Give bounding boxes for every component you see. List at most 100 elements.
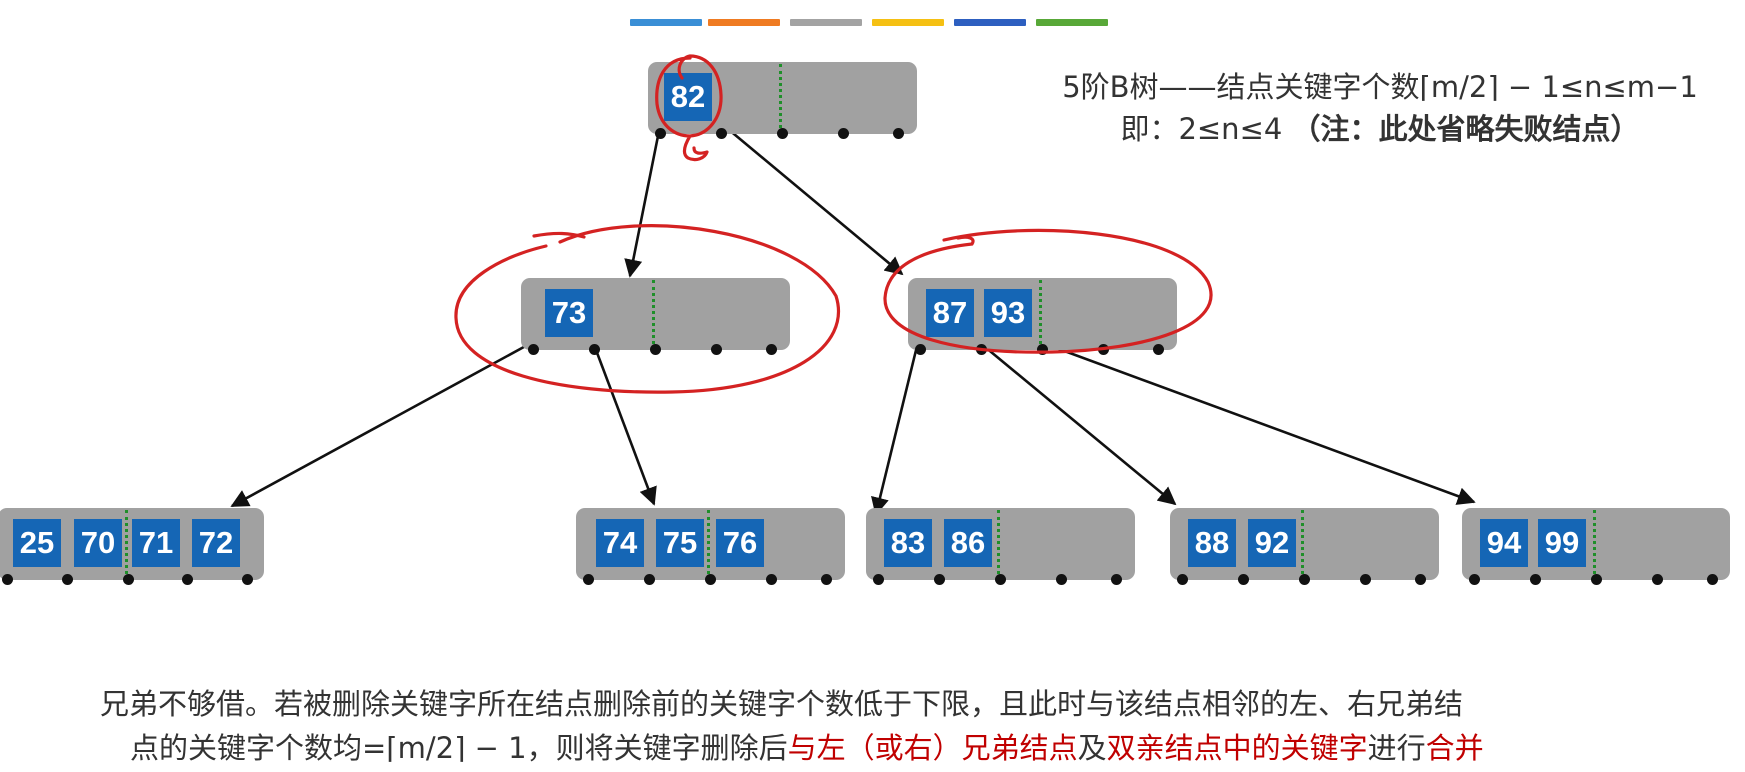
caption-line-1: 兄弟不够借。若被删除关键字所在结点删除前的关键字个数低于下限，且此时与该结点相邻… xyxy=(100,687,1464,721)
key-92: 92 xyxy=(1248,519,1296,567)
info-line-2-prefix: 即：2≤n≤4 xyxy=(1120,112,1292,146)
key-86: 86 xyxy=(944,519,992,567)
child-pointer xyxy=(528,344,539,355)
child-pointer xyxy=(1238,574,1249,585)
key-93: 93 xyxy=(984,289,1032,337)
key-82: 82 xyxy=(664,73,712,121)
child-pointer xyxy=(1652,574,1663,585)
key-71: 71 xyxy=(132,519,180,567)
edge-87-to-leaf-83 xyxy=(871,341,920,516)
palette-bar-2 xyxy=(708,19,780,26)
palette-bar-6 xyxy=(1036,19,1108,26)
child-pointer xyxy=(1177,574,1188,585)
edge-root-to-node-73 xyxy=(624,125,662,278)
child-pointer xyxy=(1707,574,1718,585)
child-pointer xyxy=(1530,574,1541,585)
key-94: 94 xyxy=(1480,519,1528,567)
child-pointer xyxy=(711,344,722,355)
palette-bar-3 xyxy=(790,19,862,26)
leaf-node-25-72: 25 70 71 72 xyxy=(0,508,264,585)
child-pointer xyxy=(1469,574,1480,585)
child-pointer xyxy=(766,344,777,355)
child-pointer xyxy=(242,574,253,585)
leaf-node-94-99: 94 99 xyxy=(1462,508,1730,585)
palette-bar-4 xyxy=(872,19,944,26)
key-88: 88 xyxy=(1188,519,1236,567)
edge-73-to-leaf-74 xyxy=(591,341,657,506)
child-pointer xyxy=(2,574,13,585)
child-pointer xyxy=(1056,574,1067,585)
child-pointer xyxy=(766,574,777,585)
caption-line-2-e: 进行 xyxy=(1367,731,1426,765)
caption-line-2-b: 与左（或右）兄弟结点 xyxy=(787,731,1078,765)
palette-bar-5 xyxy=(954,19,1026,26)
child-pointer xyxy=(995,574,1006,585)
child-pointer xyxy=(1299,574,1310,585)
child-pointer xyxy=(123,574,134,585)
child-pointer xyxy=(1591,574,1602,585)
key-slot-divider xyxy=(1039,280,1042,344)
child-pointer xyxy=(873,574,884,585)
root-node: 82 xyxy=(648,62,917,139)
caption-line-2: 点的关键字个数均=⌈m/2⌉ − 1，则将关键字删除后与左（或右）兄弟结点及双亲… xyxy=(100,726,1660,770)
caption-line-2-f: 合并 xyxy=(1425,731,1484,765)
edge-93-to-leaf-94 xyxy=(1039,340,1476,505)
edge-73-to-leaf-25 xyxy=(230,340,534,508)
child-pointer xyxy=(1111,574,1122,585)
child-pointer xyxy=(838,128,849,139)
caption-line-2-a: 点的关键字个数均=⌈m/2⌉ − 1，则将关键字删除后 xyxy=(130,731,788,765)
child-pointer xyxy=(1098,344,1109,355)
info-text: 5阶B树——结点关键字个数⌈m/2⌉ − 1≤n≤m−1 即：2≤n≤4 （注：… xyxy=(1040,66,1720,150)
child-pointer xyxy=(705,574,716,585)
key-slot-divider xyxy=(707,510,710,574)
key-72: 72 xyxy=(192,519,240,567)
key-25: 25 xyxy=(13,519,61,567)
caption-line-2-c: 及 xyxy=(1077,731,1107,765)
child-pointer xyxy=(583,574,594,585)
child-pointer xyxy=(893,128,904,139)
child-pointer xyxy=(655,128,666,139)
child-pointer xyxy=(934,574,945,585)
child-pointer xyxy=(821,574,832,585)
key-slot-divider xyxy=(997,510,1000,574)
key-slot-divider xyxy=(652,280,655,344)
key-slot-divider xyxy=(1593,510,1596,574)
info-line-2: 即：2≤n≤4 （注：此处省略失败结点） xyxy=(1040,108,1720,150)
child-pointer xyxy=(777,128,788,139)
leaf-node-83-86: 83 86 xyxy=(866,508,1135,585)
child-pointer xyxy=(62,574,73,585)
key-99: 99 xyxy=(1538,519,1586,567)
key-75: 75 xyxy=(656,519,704,567)
child-pointer xyxy=(182,574,193,585)
child-pointer xyxy=(644,574,655,585)
child-pointer xyxy=(915,344,926,355)
info-line-2-note: （注：此处省略失败结点） xyxy=(1291,112,1640,146)
internal-node-87-93: 87 93 xyxy=(908,278,1177,355)
caption-line-2-d: 双亲结点中的关键字 xyxy=(1106,731,1368,765)
info-line-1: 5阶B树——结点关键字个数⌈m/2⌉ − 1≤n≤m−1 xyxy=(1062,70,1698,104)
key-70: 70 xyxy=(74,519,122,567)
child-pointer xyxy=(976,344,987,355)
internal-node-73: 73 xyxy=(521,278,790,355)
leaf-node-74-76: 74 75 76 xyxy=(576,508,845,585)
key-slot-divider xyxy=(125,510,128,574)
edge-87-93-to-leaf-88 xyxy=(978,340,1177,506)
key-87: 87 xyxy=(926,289,974,337)
child-pointer xyxy=(716,128,727,139)
child-pointer xyxy=(1360,574,1371,585)
key-slot-divider xyxy=(779,64,782,128)
key-83: 83 xyxy=(884,519,932,567)
child-pointer xyxy=(1153,344,1164,355)
key-74: 74 xyxy=(596,519,644,567)
child-pointer xyxy=(1037,344,1048,355)
key-76: 76 xyxy=(716,519,764,567)
child-pointer xyxy=(650,344,661,355)
palette-bar-1 xyxy=(630,19,702,26)
child-pointer xyxy=(1415,574,1426,585)
leaf-node-88-92: 88 92 xyxy=(1170,508,1439,585)
edge-root-to-node-87-93 xyxy=(721,123,904,276)
child-pointer xyxy=(589,344,600,355)
key-slot-divider xyxy=(1301,510,1304,574)
caption: 兄弟不够借。若被删除关键字所在结点删除前的关键字个数低于下限，且此时与该结点相邻… xyxy=(100,682,1660,770)
